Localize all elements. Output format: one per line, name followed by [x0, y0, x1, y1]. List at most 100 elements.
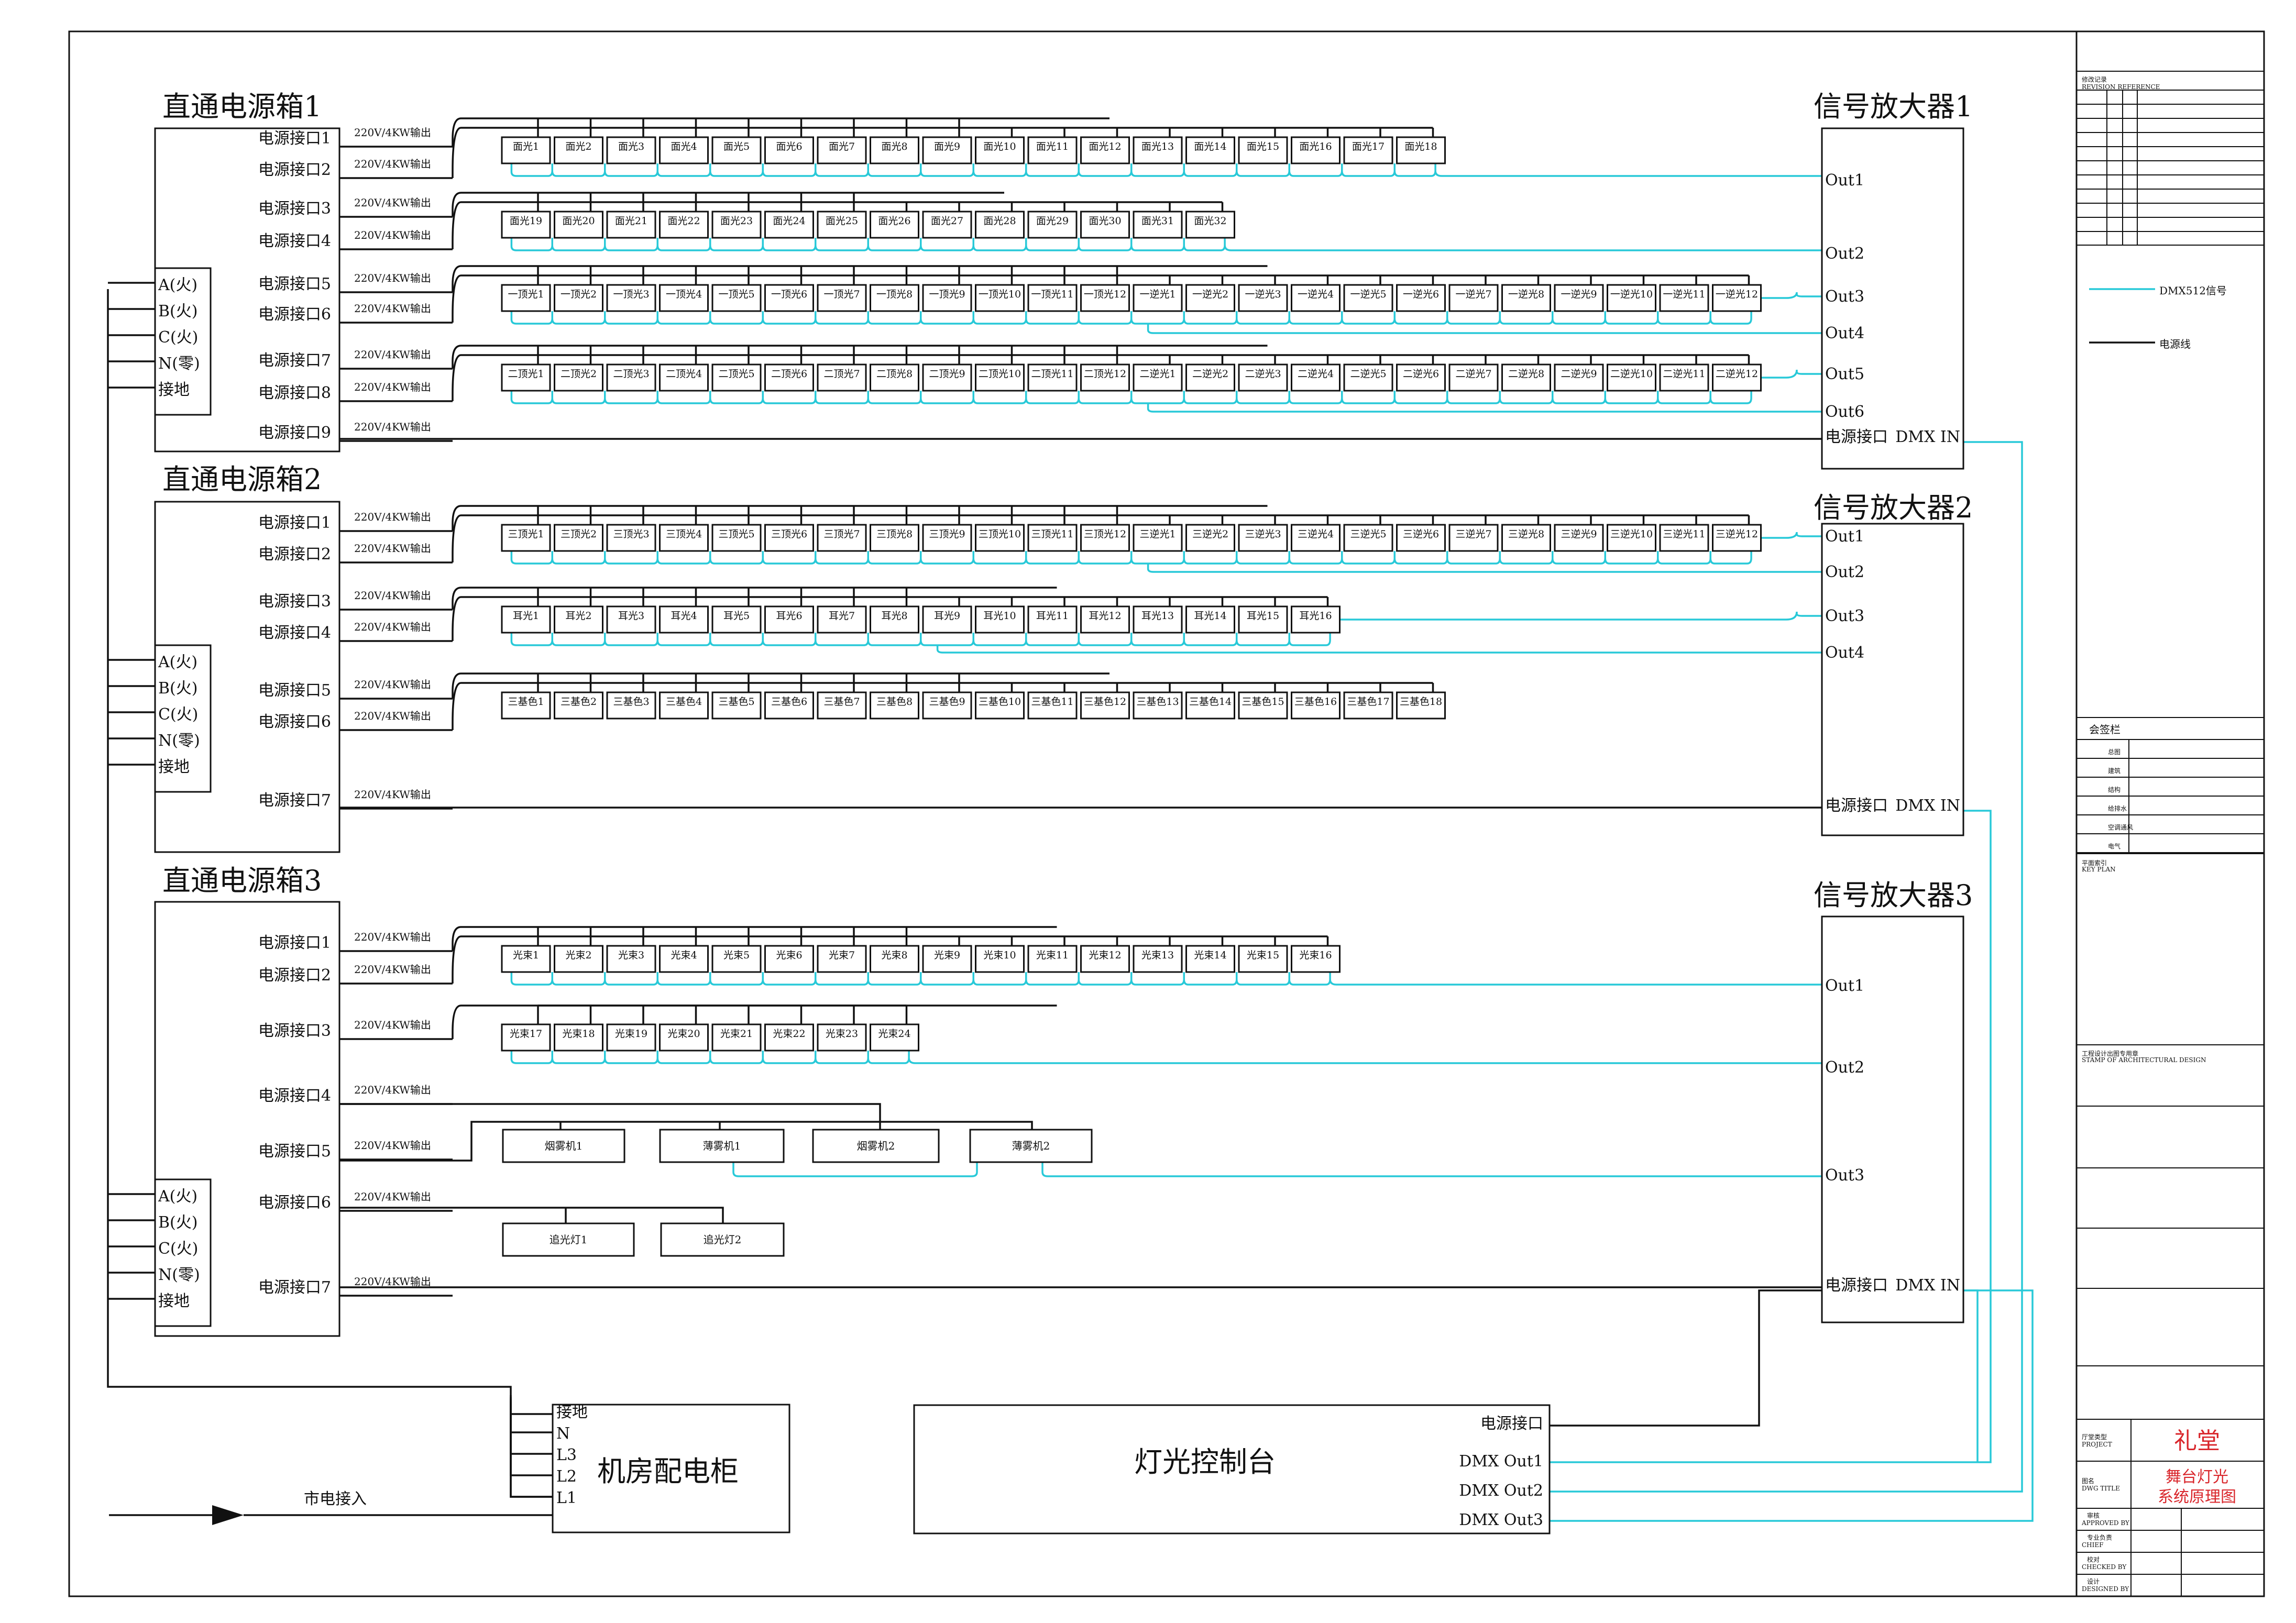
fixture-lamp: 面光17	[1343, 136, 1393, 164]
fixture-box	[1238, 284, 1288, 312]
fixture-label: 三基色8	[876, 696, 913, 708]
fixture-box	[659, 1023, 709, 1052]
amplifier-output-label: Out1	[1825, 977, 1864, 995]
power-port-label: 电源接口4	[258, 232, 331, 250]
fixture-lamp: 三顶光1	[501, 524, 551, 552]
fixture-label: 三基色4	[666, 696, 702, 708]
amplifier-output-label: Out4	[1825, 644, 1864, 662]
fixture-lamp: 二顶光1	[501, 363, 551, 392]
fixture-label: 二顶光3	[613, 368, 649, 380]
fixture-label: 面光26	[878, 215, 910, 227]
fixture-lamp: 光束24	[870, 1023, 919, 1052]
fixture-box	[501, 605, 551, 634]
fixture-label: 一顶光10	[979, 289, 1021, 300]
fixture-label: 一顶光7	[823, 289, 860, 300]
fixture-lamp: 面光12	[1080, 136, 1130, 164]
fixture-lamp: 三顶光8	[870, 524, 919, 552]
fixture-lamp: 面光22	[659, 211, 709, 239]
fixture-box	[1396, 363, 1446, 392]
fixture-label: 一逆光6	[1403, 289, 1439, 300]
fixture-label: 一逆光3	[1245, 289, 1281, 300]
fixture-box	[1080, 524, 1130, 552]
fixture-box	[1659, 363, 1709, 392]
fixture-lamp: 面光11	[1027, 136, 1078, 164]
fixture-box	[659, 945, 709, 973]
power-port-label: 电源接口2	[258, 545, 331, 564]
fixture-label: 一逆光11	[1663, 289, 1705, 300]
fixture-box	[1080, 136, 1130, 164]
fixture-box	[554, 211, 603, 239]
amplifier-dmx-in: DMX IN	[1895, 428, 1960, 446]
fixture-box	[1133, 211, 1183, 239]
fixture-lamp: 二顶光7	[817, 363, 867, 392]
fixture-lamp: 光束18	[554, 1023, 603, 1052]
fixture-box	[922, 363, 972, 392]
fixture-lamp: 面光2	[554, 136, 603, 164]
fixture-lamp: 一顶光2	[554, 284, 603, 312]
fixture-label: 一逆光2	[1192, 289, 1228, 300]
signal-amplifier-3	[1821, 915, 1964, 1323]
fixture-label: 一顶光1	[508, 289, 544, 300]
fixture-label: 三顶光5	[718, 528, 754, 540]
device-label: 薄雾机2	[1012, 1140, 1050, 1152]
fixture-lamp: 三顶光5	[711, 524, 762, 552]
fixture-label: 三顶光2	[561, 528, 597, 540]
fixture-lamp: 面光30	[1080, 211, 1130, 239]
fixture-lamp: 面光24	[764, 211, 814, 239]
fixture-box	[1133, 691, 1183, 720]
fixture-lamp: 二顶光12	[1080, 363, 1130, 392]
fixture-power-bus	[452, 596, 1328, 641]
fixture-box	[606, 524, 656, 552]
fixture-lamp: 一顶光11	[1027, 284, 1078, 312]
fixture-lamp: 三逆光12	[1712, 524, 1762, 552]
fixture-power-bus	[452, 587, 1057, 610]
fixture-lamp: 三基色13	[1133, 691, 1183, 720]
fixture-label: 一逆光1	[1139, 289, 1176, 300]
fixture-lamp: 三基色5	[711, 691, 762, 720]
fixture-lamp: 光束9	[922, 945, 972, 973]
fixture-box	[606, 363, 656, 392]
device-label: 烟雾机1	[545, 1140, 583, 1152]
port-output-label: 220V/4KW输出	[354, 348, 431, 361]
fixture-box	[1133, 136, 1183, 164]
fixture-label: 面光28	[983, 215, 1016, 227]
fixture-label: 面光15	[1247, 141, 1279, 152]
power-port-label: 电源接口6	[258, 305, 331, 324]
port-output-label: 220V/4KW输出	[354, 542, 431, 555]
fixture-power-bus	[452, 354, 1749, 401]
console-power-port: 电源接口	[1480, 1415, 1543, 1433]
fixture-lamp: 光束17	[501, 1023, 551, 1052]
fixture-label: 三顶光3	[613, 528, 649, 540]
fixture-label: 三顶光6	[771, 528, 807, 540]
fixture-box	[975, 605, 1025, 634]
fixture-lamp: 面光10	[975, 136, 1025, 164]
fixture-box	[1343, 524, 1393, 552]
phase-terminal-block	[154, 1178, 212, 1327]
fixture-lamp: 光束13	[1133, 945, 1183, 973]
fixture-box	[501, 284, 551, 312]
fixture-lamp: 耳光7	[817, 605, 867, 634]
dmx-daisy-chain	[510, 633, 1331, 646]
fixture-box	[501, 524, 551, 552]
fixture-lamp: 三逆光6	[1396, 524, 1446, 552]
fixture-label: 一逆光9	[1561, 289, 1597, 300]
fixture-box	[1501, 524, 1551, 552]
fixture-box	[1185, 136, 1235, 164]
fixture-box	[922, 605, 972, 634]
port-output-label: 220V/4KW输出	[354, 196, 431, 209]
fixture-lamp: 三基色11	[1027, 691, 1078, 720]
fixture-box	[764, 945, 814, 973]
fixture-box	[554, 1023, 603, 1052]
phase-terminal-label: N(零)	[158, 732, 200, 750]
device-box	[812, 1129, 940, 1163]
fixture-label: 二逆光6	[1403, 368, 1439, 380]
fixture-label: 光束19	[615, 1028, 647, 1040]
fixture-lamp: 三基色4	[659, 691, 709, 720]
device-box	[969, 1129, 1093, 1163]
fixture-lamp: 二逆光7	[1448, 363, 1499, 392]
fixture-lamp: 面光14	[1185, 136, 1235, 164]
wire	[510, 1414, 553, 1498]
fixture-box	[1027, 524, 1078, 552]
fixture-lamp: 耳光1	[501, 605, 551, 634]
